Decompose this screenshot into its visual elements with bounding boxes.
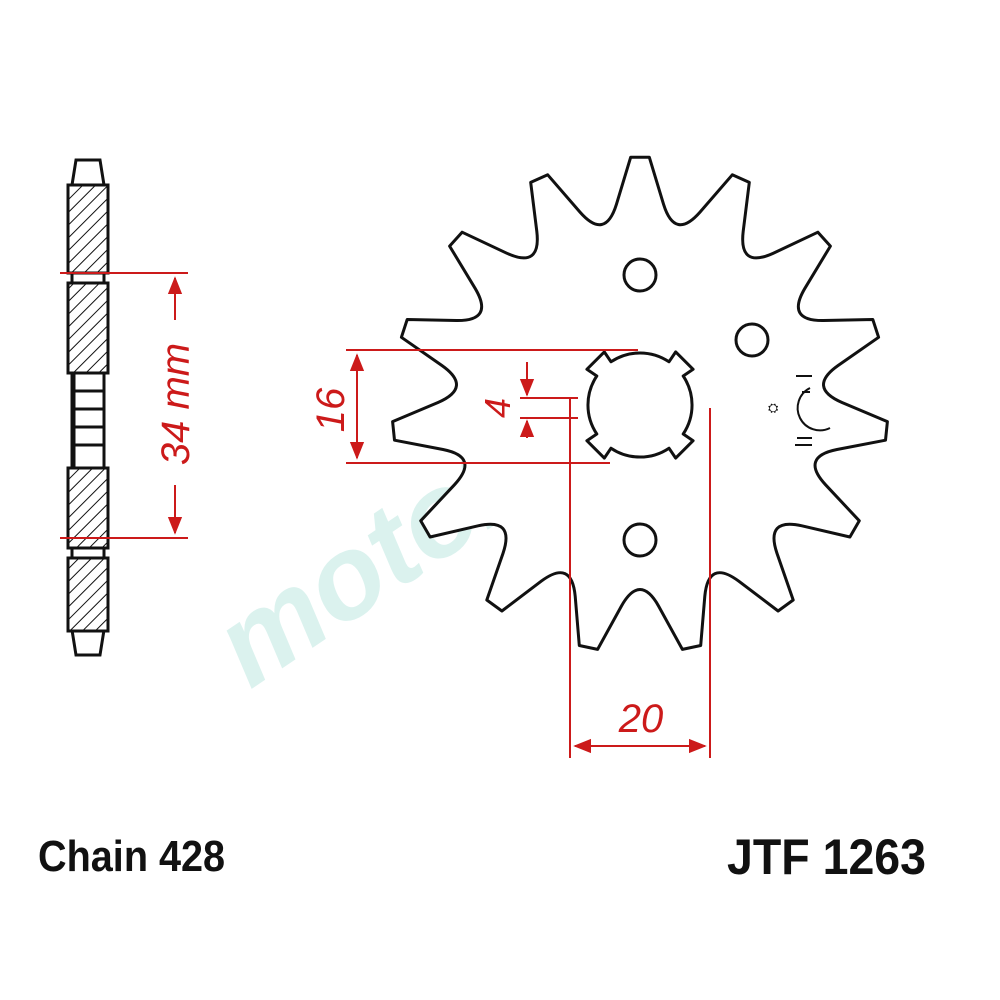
dimension-20 <box>569 398 711 758</box>
logo-text: ⛭ <box>768 401 779 416</box>
part-number: JTF 1263 <box>727 829 927 885</box>
dimension-label-4: 4 <box>477 398 518 418</box>
sprocket-front <box>391 155 889 651</box>
dimension-label-34mm: 34 mm <box>154 343 198 465</box>
profile-hatch-upper <box>66 281 110 375</box>
profile-spline-teeth <box>72 371 106 470</box>
bolt-hole-top <box>622 257 658 293</box>
dimension-4 <box>519 362 578 438</box>
side-profile <box>66 158 110 657</box>
profile-hatch-bottom <box>66 556 110 633</box>
chain-label: Chain 428 <box>38 832 226 881</box>
dimension-label-20: 20 <box>618 697 664 741</box>
profile-hatch-lower <box>66 466 110 550</box>
dimension-34mm <box>60 272 188 539</box>
bolt-hole-right <box>734 322 770 358</box>
jt-logo-mark: ⛭ <box>768 375 831 446</box>
dimension-16 <box>346 349 638 464</box>
bolt-hole-bottom <box>622 522 658 558</box>
dimension-label-16: 16 <box>309 387 353 432</box>
profile-hatch-top <box>66 183 110 275</box>
spline-bore <box>585 350 695 460</box>
